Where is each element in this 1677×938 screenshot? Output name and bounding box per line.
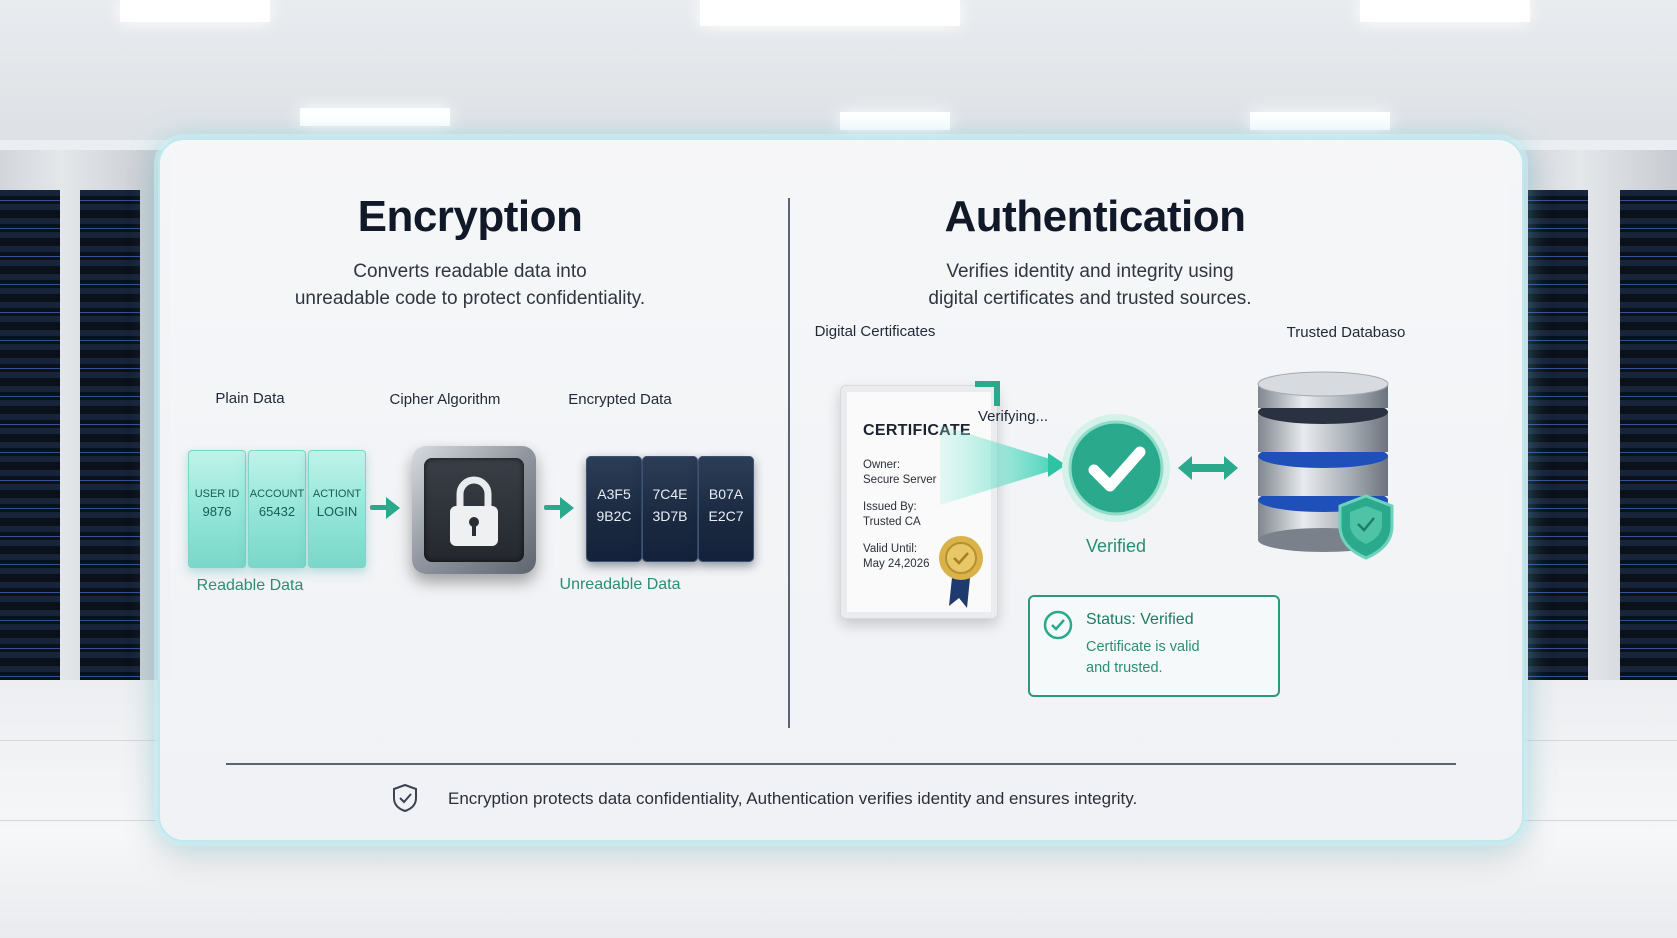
certificate-issued-value: Trusted CA [863,516,921,528]
encrypted-block-bottom: 9B2C [596,508,632,524]
certificate-owner-label: Owner: [863,459,901,471]
plain-block-value: LOGIN [316,504,358,519]
cipher-algorithm-label: Cipher Algorithm [389,391,501,408]
info-panel: Encryption Converts readable data into u… [158,138,1524,842]
database-icon [1257,371,1394,560]
plain-data-block: ACTIONT LOGIN [308,450,366,568]
shield-check-icon [393,783,417,813]
cipher-lock [412,446,536,574]
section-divider [788,198,790,728]
plain-block-value: 65432 [258,504,296,519]
status-box: Status: Verified Certificate is valid an… [1028,595,1280,697]
plain-block-key: ACTIONT [312,488,362,500]
encrypted-block-bottom: 3D7B [652,508,688,524]
encryption-description-line1: Converts readable data into [353,261,587,282]
certificate-owner-value: Secure Server [863,474,937,486]
trusted-database-label: Trusted Databaso [1286,324,1406,341]
encryption-description: Converts readable data into unreadable c… [240,258,700,312]
checkmark-circle-icon [1062,414,1170,522]
footer-divider [226,763,1456,765]
authentication-description-line2: digital certificates and trusted sources… [928,288,1252,309]
digital-certificates-label: Digital Certificates [814,323,936,340]
verified-label: Verified [1085,536,1147,556]
unreadable-data-caption: Unreadable Data [559,576,681,593]
plain-data-block: USER ID 9876 [188,450,246,568]
encrypted-data-label: Encrypted Data [568,391,672,408]
encrypted-block-top: 7C4E [652,486,688,502]
certificate-valid-label: Valid Until: [863,543,918,555]
server-rack-right [1508,150,1677,710]
ceiling [0,0,1677,140]
server-rack-left [0,150,170,710]
plain-data-label: Plain Data [215,390,285,407]
authentication-description-line1: Verifies identity and integrity using [946,261,1234,282]
plain-block-value: 9876 [202,504,232,519]
encryption-description-line2: unreadable code to protect confidentiali… [294,288,646,309]
padlock-icon [450,476,498,546]
encrypted-block-top: B07A [708,486,744,502]
check-circle-outline-icon [1043,610,1073,640]
encrypted-block-bottom: E2C7 [708,508,744,524]
readable-data-caption: Readable Data [196,577,304,594]
encryption-title: Encryption [357,192,583,241]
plain-block-key: ACCOUNT [249,488,305,500]
encrypted-data-block: B07A E2C7 [698,456,754,562]
status-line2: and trusted. [1086,660,1163,676]
encrypted-data-block: 7C4E 3D7B [642,456,698,562]
corner-accent-icon [975,381,1000,406]
encrypted-block-top: A3F5 [597,486,631,502]
double-arrow-icon [1178,456,1238,480]
verification-beam [940,425,1066,505]
plain-block-key: USER ID [194,488,240,500]
authentication-title: Authentication [944,192,1246,241]
status-title: Status: Verified [1086,611,1194,628]
authentication-description: Verifies identity and integrity using di… [880,258,1300,312]
certificate-issued-label: Issued By: [863,501,917,513]
verifying-label: Verifying... [978,408,1049,425]
plain-data-block: ACCOUNT 65432 [248,450,306,568]
footer-summary: Encryption protects data confidentiality… [448,789,1138,808]
seal-ribbon-icon [939,536,983,608]
certificate-document: CERTIFICATE Owner: Secure Server Issued … [840,381,1000,619]
certificate-valid-value: May 24,2026 [863,558,930,570]
encrypted-data-block: A3F5 9B2C [586,456,642,562]
status-line1: Certificate is valid [1086,639,1200,655]
